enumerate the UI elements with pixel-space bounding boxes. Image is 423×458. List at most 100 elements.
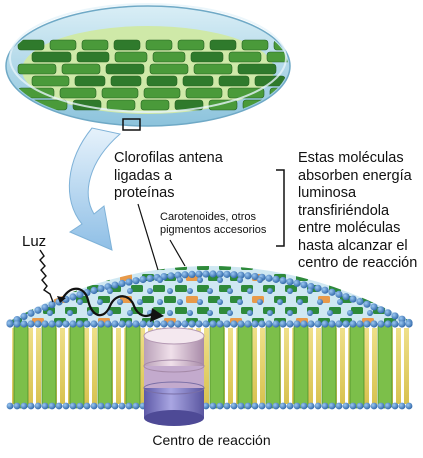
phospholipid-head: [139, 275, 147, 284]
phospholipid-head: [237, 271, 245, 279]
phospholipid-head: [20, 320, 28, 328]
phospholipid-head: [384, 320, 392, 328]
phospholipid-head: [384, 402, 392, 410]
phospholipid-head: [118, 279, 126, 288]
phospholipid-head: [247, 310, 253, 316]
antenna-chlorophyll: [153, 285, 165, 292]
lipid-tail: [36, 328, 41, 404]
phospholipid-head: [300, 281, 308, 289]
antenna-chlorophyll: [351, 285, 363, 292]
antenna-chlorophyll: [87, 266, 99, 270]
lipid-tail: [260, 328, 265, 404]
phospholipid-head: [147, 288, 153, 294]
phospholipid-head: [300, 320, 308, 328]
antenna-chlorophyll: [175, 307, 187, 314]
antenna-chlorophyll: [395, 285, 407, 292]
carotenoid-pigment: [10, 252, 22, 259]
antenna-chlorophyll: [164, 296, 176, 303]
phospholipid-head: [167, 320, 175, 328]
phospholipid-head: [48, 320, 56, 328]
phospholipid-head: [146, 274, 154, 283]
phospholipid-head: [6, 402, 14, 410]
zoom-arrow: [68, 127, 122, 251]
phospholipid-head: [258, 402, 266, 410]
phospholipid-head: [202, 320, 210, 328]
description-bracket: [276, 169, 285, 247]
granum-disc: [105, 63, 145, 75]
phospholipid-head: [363, 300, 371, 308]
lipid-tail: [116, 328, 121, 404]
phospholipid-head: [27, 402, 35, 410]
granum-disc: [113, 39, 141, 51]
phospholipid-head: [187, 310, 193, 316]
phospholipid-head: [230, 320, 238, 328]
phospholipid-head: [314, 284, 322, 292]
carotenoid-pigment: [142, 252, 154, 259]
antenna-chlorophyll: [197, 266, 209, 270]
phospholipid-head: [342, 293, 350, 301]
antenna-chlorophyll: [208, 296, 220, 303]
phospholipid-head: [328, 402, 336, 410]
antenna-chlorophyll: [241, 266, 253, 270]
phospholipid-head: [272, 320, 280, 328]
carotenoid-pigment: [76, 252, 88, 259]
phospholipid-head: [117, 299, 123, 305]
granum-disc: [146, 75, 178, 87]
phospholipid-head: [55, 320, 63, 328]
membrane-protein: [69, 323, 85, 409]
phospholipid-head: [237, 299, 243, 305]
antenna-chlorophyll: [10, 296, 22, 303]
phospholipid-head: [67, 310, 73, 316]
antenna-chlorophyll: [131, 285, 143, 292]
phospholipid-head: [76, 320, 84, 328]
phospholipid-head: [327, 310, 333, 316]
phospholipid-head: [230, 271, 238, 279]
phospholipid-head: [398, 402, 406, 410]
antenna-chlorophyll: [219, 266, 231, 270]
phospholipid-head: [41, 303, 49, 311]
carotenoid-pigment: [274, 252, 286, 259]
phospholipid-head: [265, 402, 273, 410]
carotenoids-label: Carotenoides, otros pigmentos accesorios: [160, 211, 267, 236]
phospholipid-head: [349, 295, 357, 303]
antenna-chlorophyll: [164, 252, 176, 259]
phospholipid-head: [244, 402, 252, 410]
phospholipid-head: [55, 402, 63, 410]
phospholipid-head: [125, 278, 133, 286]
antenna-chlorophyll-label: Clorofilas antena ligadas a proteínas: [114, 150, 223, 201]
phospholipid-head: [335, 290, 343, 298]
phospholipid-head: [258, 320, 266, 328]
phospholipid-head: [237, 320, 245, 328]
granum-disc: [276, 99, 288, 111]
phospholipid-head: [197, 299, 203, 305]
phospholipid-head: [265, 320, 273, 328]
phospholipid-head: [157, 277, 163, 283]
granum-disc: [81, 39, 109, 51]
phospholipid-head: [251, 402, 259, 410]
phospholipid-head: [267, 310, 273, 316]
antenna-chlorophyll: [362, 274, 374, 281]
phospholipid-head: [363, 320, 371, 328]
phospholipid-head: [118, 320, 126, 328]
phospholipid-head: [177, 299, 183, 305]
granum-disc: [31, 75, 70, 87]
energy-arrowhead: [150, 308, 164, 322]
phospholipid-head: [286, 320, 294, 328]
phospholipid-head: [48, 402, 56, 410]
phospholipid-head: [125, 320, 133, 328]
phospholipid-head: [307, 320, 315, 328]
phospholipid-head: [202, 270, 210, 278]
phospholipid-head: [349, 402, 357, 410]
phospholipid-head: [377, 306, 385, 314]
lipid-tail: [284, 328, 289, 404]
phospholipid-head: [244, 320, 252, 328]
granum-disc: [76, 51, 110, 63]
phospholipid-head: [363, 402, 371, 410]
antenna-chlorophyll: [197, 285, 209, 292]
phospholipid-head: [41, 320, 49, 328]
membrane-protein: [125, 323, 141, 409]
phospholipid-head: [13, 402, 21, 410]
phospholipid-head: [27, 309, 35, 317]
antenna-chlorophyll: [406, 296, 412, 303]
phospholipid-head: [277, 299, 283, 305]
